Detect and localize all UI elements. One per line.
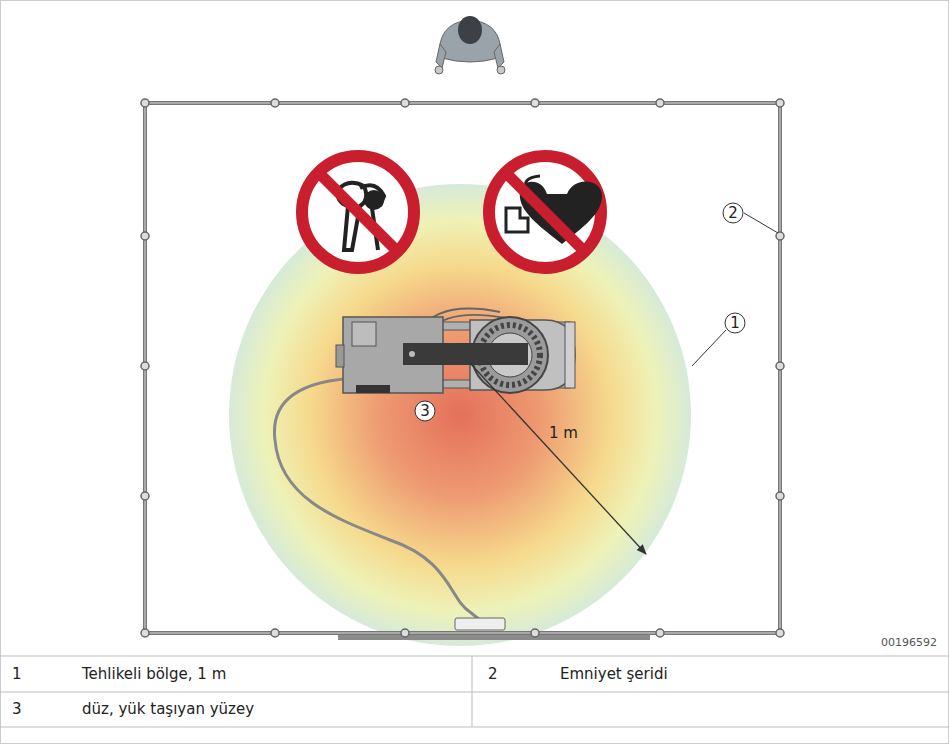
- tape-post: [776, 99, 784, 107]
- table-cell: Tehlikeli bölge, 1 m: [82, 665, 226, 683]
- table-cell: 2: [488, 665, 498, 683]
- tape-post: [656, 629, 664, 637]
- figure-number: 00196592: [881, 636, 937, 649]
- tape-post: [271, 629, 279, 637]
- tape-post: [776, 492, 784, 500]
- dimension-label: 1 m: [549, 424, 578, 442]
- table-cell: 1: [12, 665, 22, 683]
- table-rule: [0, 692, 949, 693]
- tape-post: [141, 232, 149, 240]
- tape-post: [656, 99, 664, 107]
- tape-post: [776, 362, 784, 370]
- callout-outline: [415, 401, 435, 421]
- table-cell: 3: [12, 700, 22, 718]
- callout-number: 3: [420, 404, 430, 419]
- tape-post: [141, 362, 149, 370]
- tape-post: [776, 629, 784, 637]
- table-rule: [0, 727, 949, 728]
- person: [435, 16, 505, 74]
- no-metal-implants-sign: [302, 156, 414, 268]
- callout-number: 2: [728, 206, 738, 221]
- callout-circle: 3: [414, 400, 436, 422]
- leader-line: [744, 213, 778, 233]
- tape-post: [776, 232, 784, 240]
- tape-post: [401, 99, 409, 107]
- hazard-zone: [229, 184, 691, 646]
- table-cell: Emniyet şeridi: [560, 665, 668, 683]
- tape-post: [531, 99, 539, 107]
- dimension-arrow: [470, 363, 646, 554]
- table-rule: [0, 656, 949, 657]
- callout-outline: [723, 203, 743, 223]
- tape-post: [271, 99, 279, 107]
- no-pacemaker-sign: [489, 156, 602, 268]
- table-rule: [472, 656, 473, 727]
- callout-circle: 1: [724, 312, 746, 334]
- safety-tape: [145, 103, 780, 633]
- tape-post: [141, 492, 149, 500]
- callout-outline: [725, 313, 745, 333]
- table-cell: düz, yük taşıyan yüzey: [82, 700, 254, 718]
- tape-post: [141, 629, 149, 637]
- callout-number: 1: [730, 316, 740, 331]
- induction-heater: [274, 309, 575, 630]
- tape-post: [531, 629, 539, 637]
- safety-tape: [145, 103, 780, 633]
- tape-post: [401, 629, 409, 637]
- leader-line: [692, 330, 726, 366]
- callout-circle: 2: [722, 202, 744, 224]
- tape-post: [141, 99, 149, 107]
- tape-posts: [141, 99, 784, 637]
